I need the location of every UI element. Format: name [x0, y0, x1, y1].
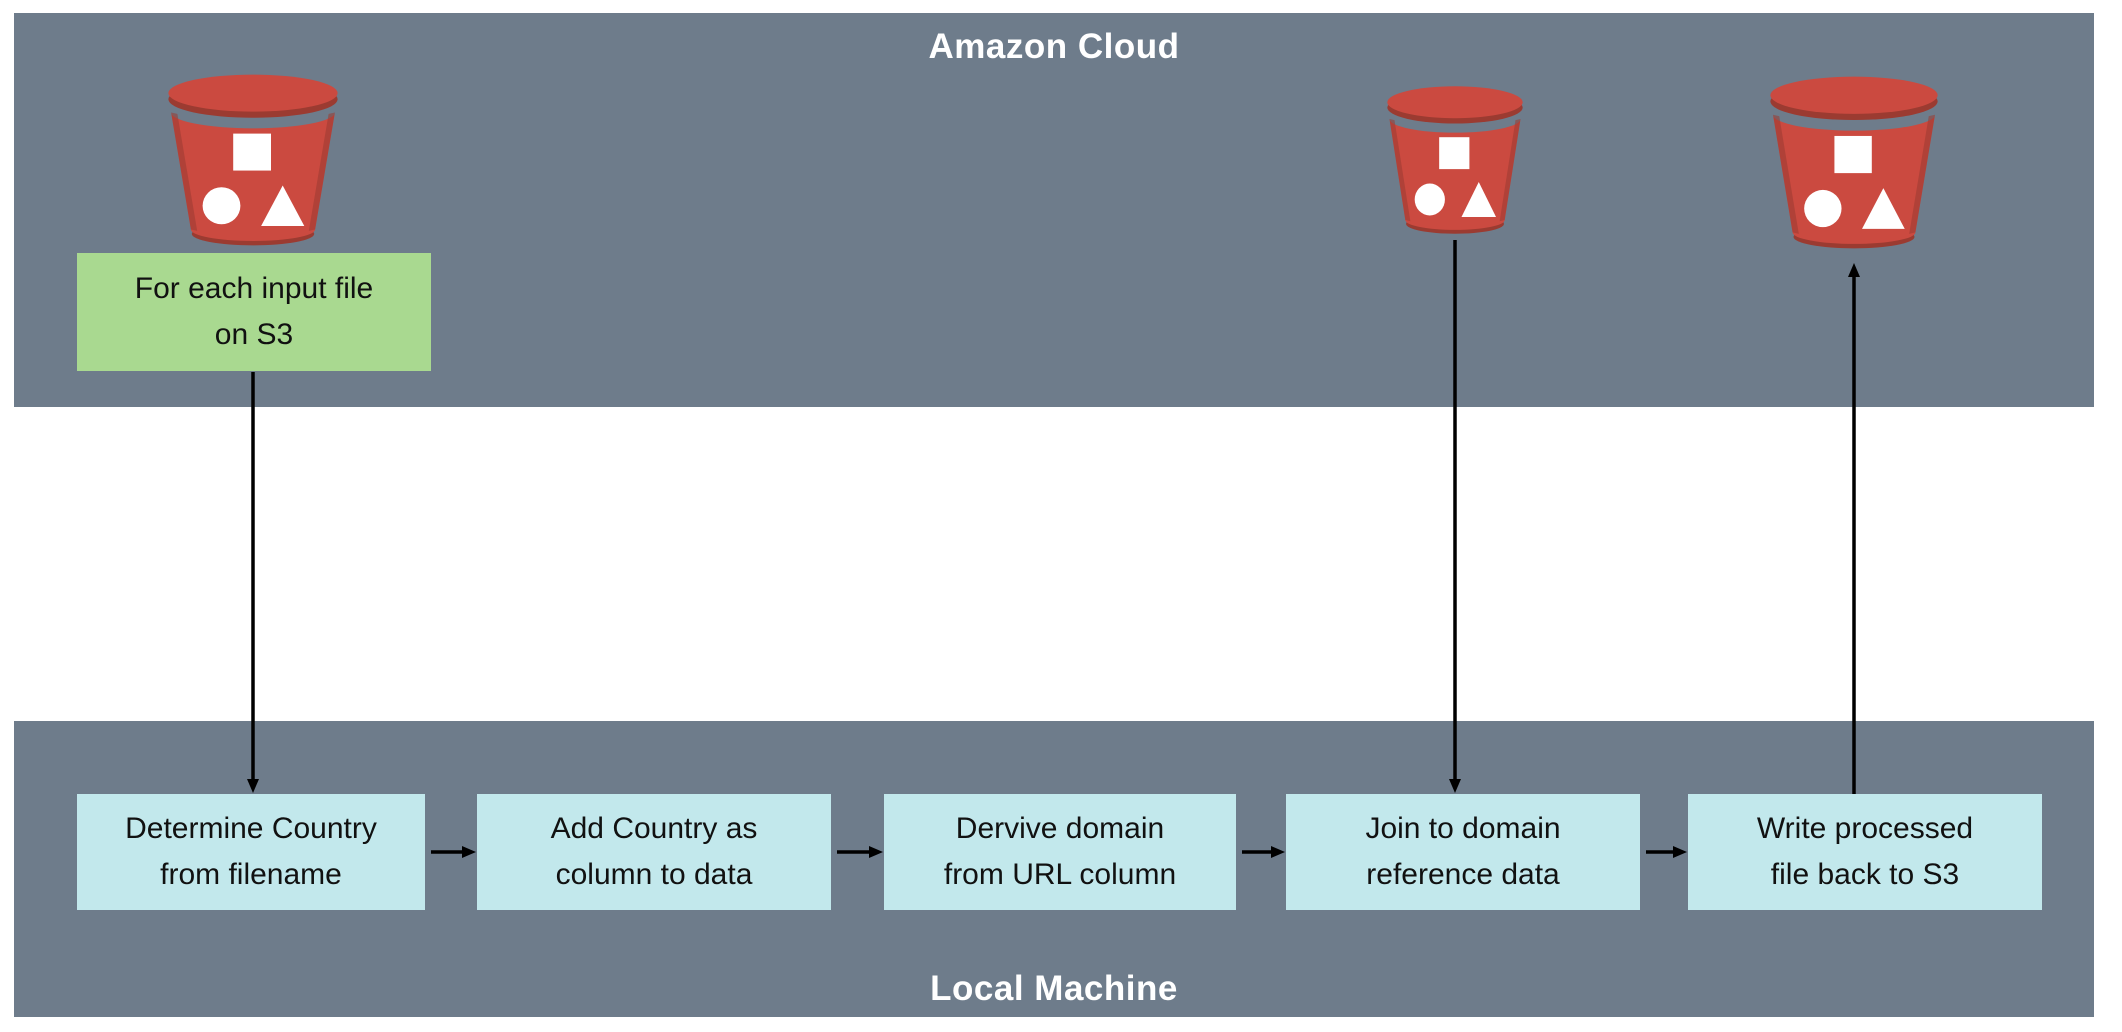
step-determine-country: Determine Country from filename	[77, 794, 425, 910]
s3-bucket-input	[163, 72, 343, 248]
step-line: Add Country as	[550, 812, 758, 845]
step-join-reference-data: Join to domain reference data	[1286, 794, 1640, 910]
step-line: Write processed	[1756, 812, 1974, 845]
step-line: Join to domain	[1365, 812, 1561, 845]
step-line: Determine Country	[125, 812, 377, 845]
step-line: column to data	[555, 858, 753, 891]
note-line: For each input file	[134, 272, 374, 305]
amazon-cloud-title: Amazon Cloud	[928, 27, 1180, 66]
step-derive-domain: Dervive domain from URL column	[884, 794, 1236, 910]
s3-bucket-icon	[1387, 86, 1523, 234]
step-line: from URL column	[943, 858, 1177, 891]
local-machine-title: Local Machine	[930, 969, 1178, 1008]
step-add-country-column: Add Country as column to data	[477, 794, 831, 910]
note-for-each-input-file: For each input file on S3	[77, 253, 431, 371]
step-line: Dervive domain	[955, 812, 1165, 845]
step-line: file back to S3	[1770, 858, 1960, 891]
s3-bucket-reference	[1383, 84, 1527, 236]
step-line: reference data	[1366, 858, 1560, 891]
step-write-back-s3: Write processed file back to S3	[1688, 794, 2042, 910]
s3-bucket-icon	[1770, 76, 1938, 249]
step-line: from filename	[160, 858, 342, 891]
note-line: on S3	[214, 318, 294, 351]
s3-bucket-icon	[168, 74, 338, 246]
s3-bucket-output	[1765, 74, 1943, 251]
